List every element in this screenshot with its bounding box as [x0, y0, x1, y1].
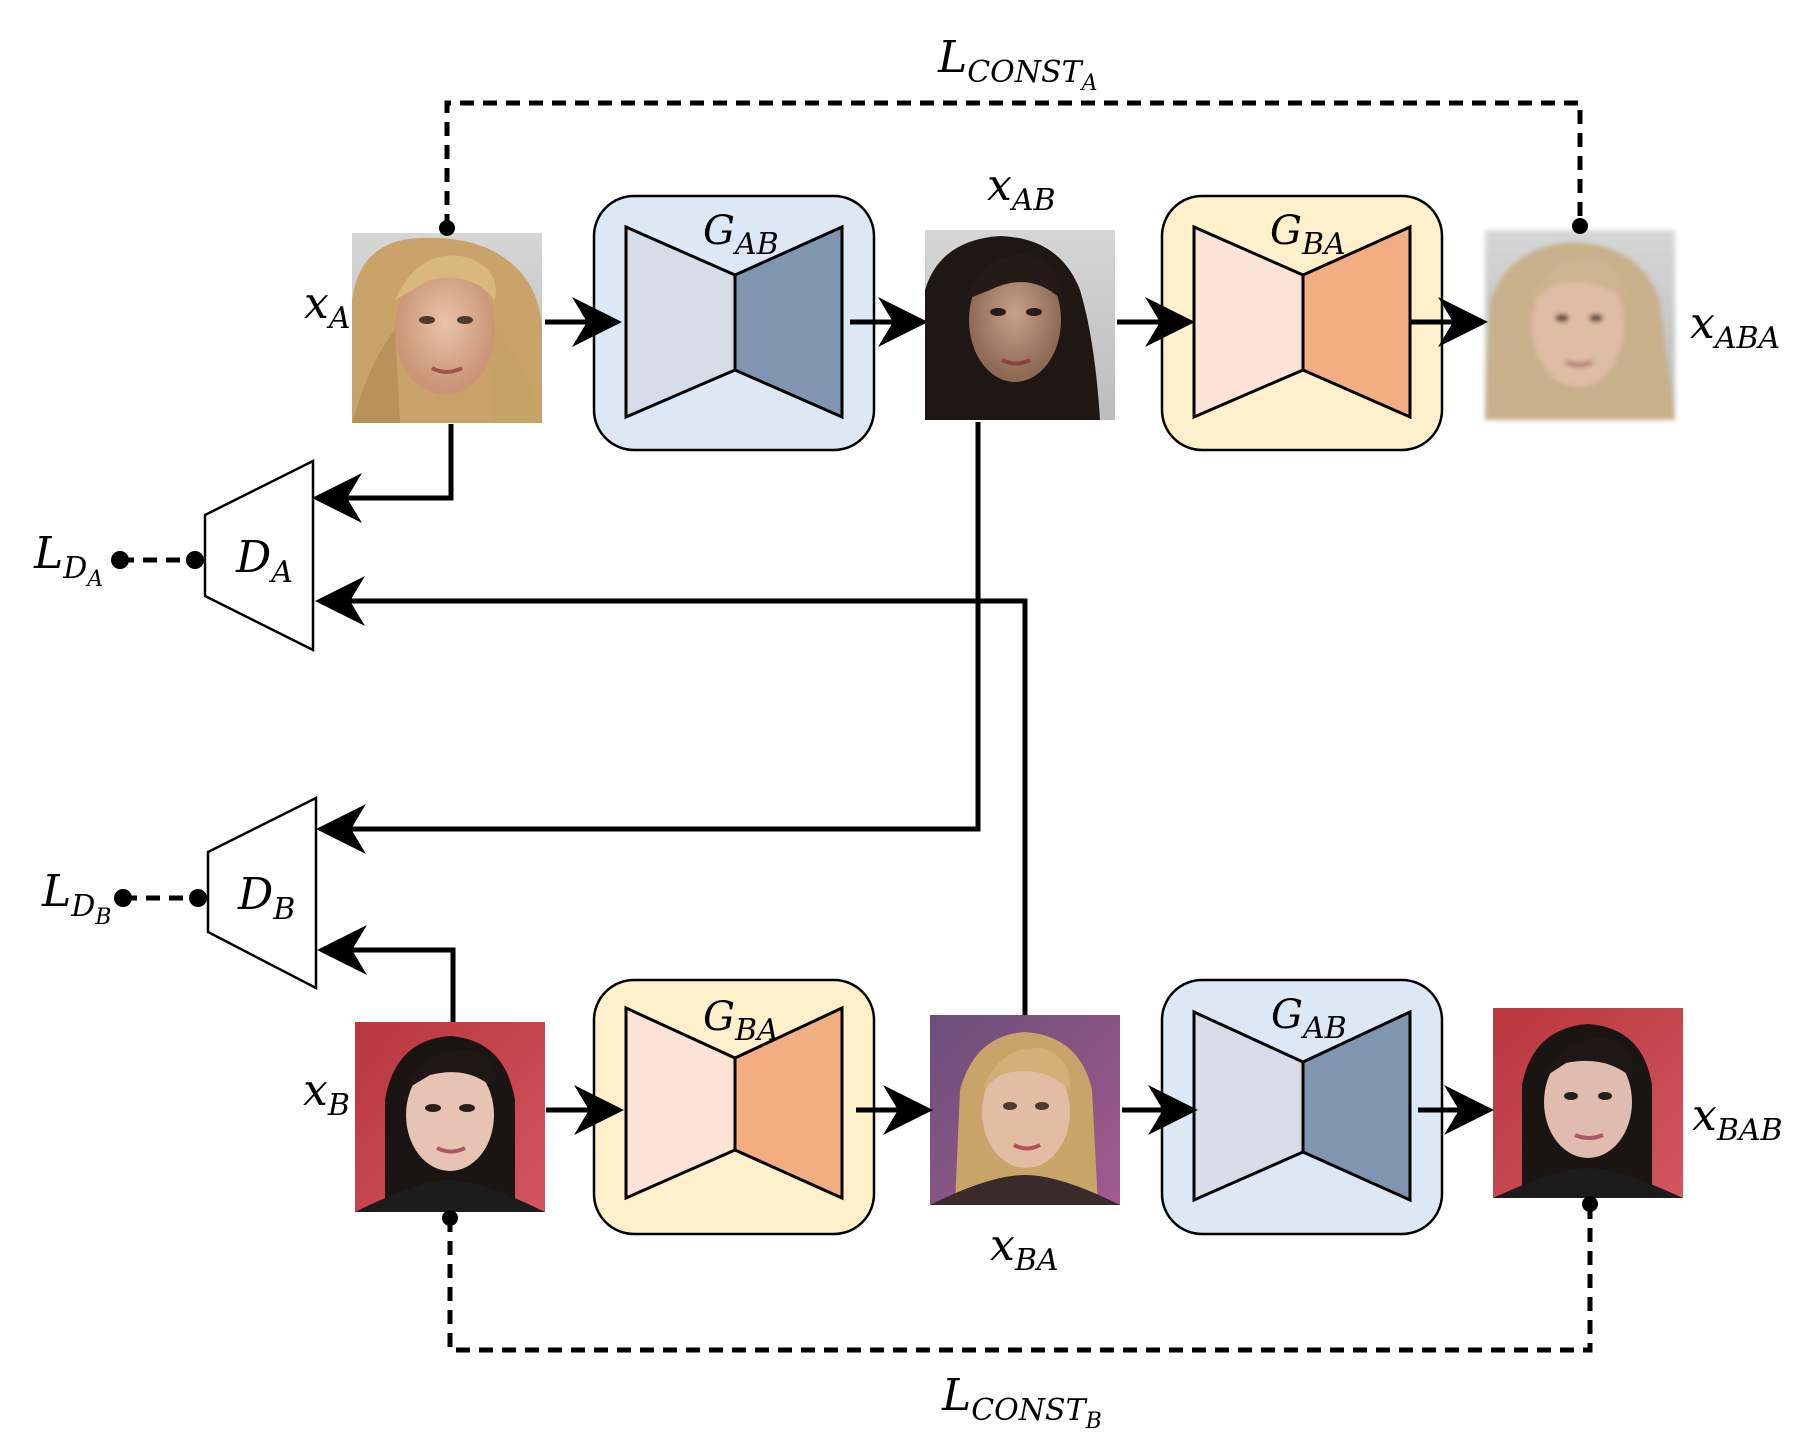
loss-line-const-a: [444, 100, 1583, 228]
dot: [186, 551, 204, 569]
generator-g-ba-top: [1160, 194, 1444, 452]
arrow-xb-to-db: [317, 925, 456, 1022]
generator-g-ab-bottom: [1160, 978, 1444, 1236]
arrow-xab-to-db: [316, 422, 981, 854]
dot: [439, 220, 455, 236]
image-x-a: [352, 233, 542, 423]
image-x-bab: [1493, 1008, 1683, 1198]
discriminator-d-b: [206, 795, 318, 991]
image-x-ab: [925, 230, 1115, 420]
label-l-d-a: LDA: [33, 528, 103, 592]
generator-g-ba-bottom: [592, 978, 876, 1236]
label-l-d-b: LDB: [41, 866, 111, 930]
label-x-a: xA: [304, 278, 351, 336]
dot: [114, 889, 132, 907]
arrow-xba-to-da: [315, 576, 1028, 1015]
generator-g-ab-top: [592, 194, 876, 452]
label-g-ba-bottom: GBA: [703, 994, 779, 1048]
label-g-ba-top: GBA: [1270, 208, 1346, 262]
label-l-const-a: LCONSTA: [937, 32, 1097, 96]
dot: [1572, 218, 1588, 234]
label-d-b: DB: [237, 869, 295, 927]
image-x-ba: [930, 1015, 1120, 1205]
arrow-xa-to-da: [312, 424, 454, 523]
label-x-ba: xBA: [990, 1220, 1059, 1278]
label-l-const-b: LCONSTB: [941, 1370, 1102, 1432]
image-x-b: [355, 1022, 545, 1212]
label-x-aba: xABA: [1690, 298, 1780, 356]
label-g-ab-bottom: GAB: [1271, 992, 1347, 1046]
label-x-ab: xAB: [987, 160, 1056, 218]
dot: [111, 551, 129, 569]
label-g-ab-top: GAB: [703, 208, 779, 262]
dot: [1582, 1196, 1598, 1212]
dot: [189, 889, 207, 907]
label-x-b: xB: [303, 1065, 350, 1123]
label-d-a: DA: [235, 532, 293, 590]
loss-line-const-b: [447, 1204, 1593, 1353]
discriminator-d-a: [203, 458, 315, 653]
label-x-bab: xBAB: [1692, 1090, 1783, 1148]
image-x-aba: [1485, 230, 1675, 420]
dot: [442, 1210, 458, 1226]
